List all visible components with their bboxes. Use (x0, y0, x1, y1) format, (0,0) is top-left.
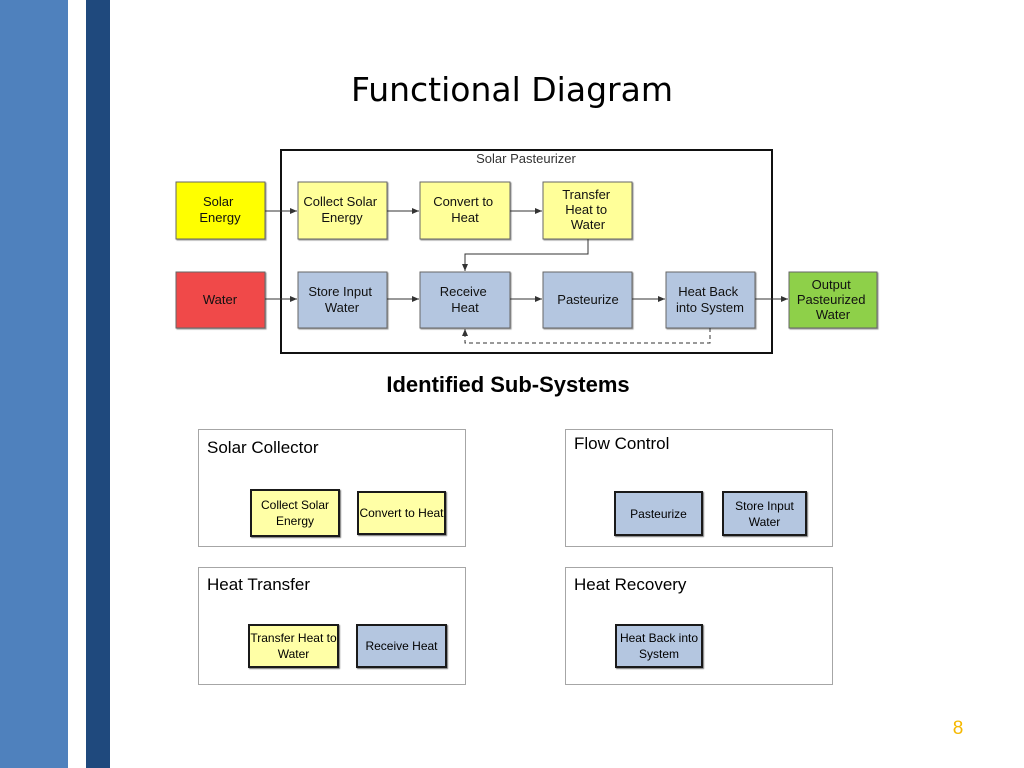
panel-title: Solar Collector (207, 438, 319, 457)
svg-text:Output Pasteurized: Output Pasteurized Water (797, 277, 869, 322)
arrow-heat-recovery-loop (462, 328, 711, 344)
water-input-node: Water (175, 271, 266, 329)
svg-text:Convert to Heat: Convert to Heat (433, 194, 497, 225)
solar-pasteurizer-container (280, 149, 773, 354)
pasteurize-node: Pasteurize (542, 271, 633, 329)
store-input-water-node: Store Input Water (297, 271, 388, 329)
left-accent-gap (68, 0, 86, 768)
chip-transfer-heat-to-water: Transfer Heat to Water (248, 624, 339, 668)
chip-collect-solar-energy: Collect Solar Energy (250, 489, 340, 537)
convert-to-heat-node: Convert to Heat (419, 181, 511, 240)
panel-heat-transfer: Heat Transfer Transfer Heat to Water Rec… (198, 567, 466, 685)
solar-energy-node: Solar Energy (175, 181, 266, 240)
svg-text:Solar Energy: Solar Energy (199, 194, 241, 225)
output-pasteurized-water-node: Output Pasteurized Water (788, 271, 878, 329)
svg-text:Pasteurize: Pasteurize (557, 292, 618, 307)
chip-store-input-water: Store Input Water (722, 491, 807, 536)
panel-title: Heat Recovery (574, 575, 687, 594)
panel-title: Flow Control (574, 434, 670, 453)
chip-convert-to-heat: Convert to Heat (357, 491, 446, 535)
heat-back-into-system-node: Heat Back into System (665, 271, 756, 329)
functional-diagram: Solar Pasteurizer Solar Energy Water Col… (175, 149, 878, 354)
panel-flow-control: Flow Control Pasteurize Store Input Wate… (565, 429, 833, 547)
chip-receive-heat: Receive Heat (356, 624, 447, 668)
receive-heat-node: Receive Heat (419, 271, 511, 329)
container-label: Solar Pasteurizer (476, 151, 576, 166)
flow-arrows (265, 208, 788, 344)
svg-text:Collect Solar Energy: Collect Solar Energy (303, 194, 380, 225)
svg-text:Transfer Heat to W: Transfer Heat to Water (562, 187, 614, 232)
arrow-transfer-to-receive (462, 239, 589, 271)
subsystems-heading: Identified Sub-Systems (386, 372, 630, 397)
svg-text:Store Input Water: Store Input Water (308, 284, 375, 315)
left-accent-band-dark (86, 0, 110, 768)
page-number: 8 (952, 718, 964, 739)
svg-text:Receive Heat: Receive Heat (440, 284, 491, 315)
svg-text:Heat Back into System: Heat Back into System (676, 284, 744, 315)
left-accent-band-light (0, 0, 68, 768)
svg-text:Water: Water (203, 292, 238, 307)
slide-title: Functional Diagram (351, 70, 673, 109)
chip-pasteurize: Pasteurize (614, 491, 703, 536)
collect-solar-energy-node: Collect Solar Energy (297, 181, 388, 240)
panel-heat-recovery: Heat Recovery Heat Back into System (565, 567, 833, 685)
panel-title: Heat Transfer (207, 575, 310, 594)
transfer-heat-to-water-node: Transfer Heat to Water (542, 181, 633, 240)
panel-solar-collector: Solar Collector Collect Solar Energy Con… (198, 429, 466, 547)
chip-heat-back-into-system: Heat Back into System (615, 624, 703, 668)
